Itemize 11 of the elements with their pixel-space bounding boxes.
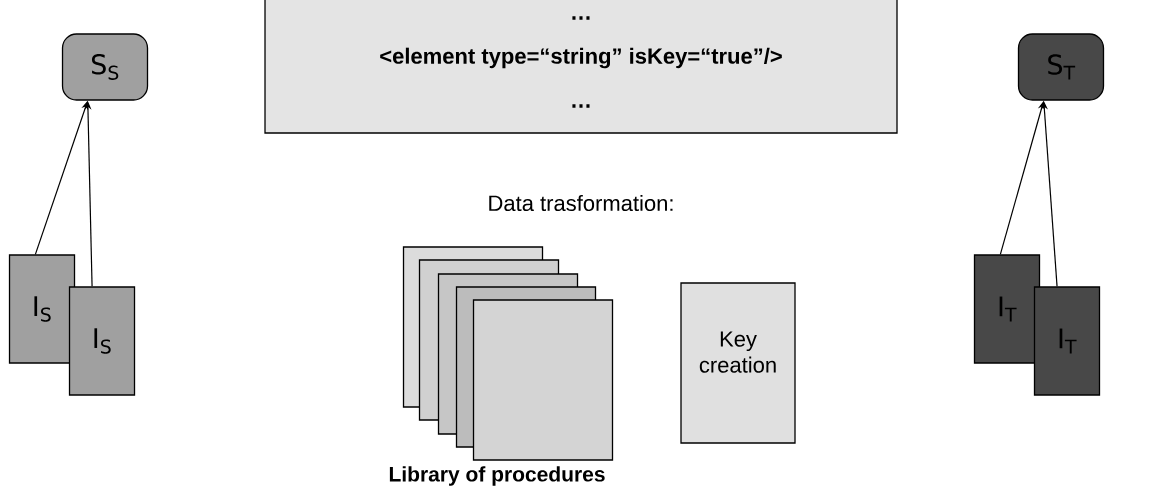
process-box: Key creation (680, 282, 796, 444)
caption-text: Data trasformation: (489, 194, 673, 212)
state-box: S$_{T}$ (1017, 33, 1105, 101)
procedure-sheet (472, 299, 614, 461)
instance-box: I$_{S}$ (68, 286, 136, 396)
instance-box: I$_{T}$ (973, 254, 1041, 364)
caption-text: Library of procedures (389, 466, 605, 486)
code-box: … <element type=“string” isKey=“true”/> … (264, 0, 898, 134)
instance-box: I$_{S}$ (8, 254, 76, 364)
state-box: S$_{S}$ (61, 33, 149, 101)
instance-box: I$_{T}$ (1033, 286, 1101, 396)
